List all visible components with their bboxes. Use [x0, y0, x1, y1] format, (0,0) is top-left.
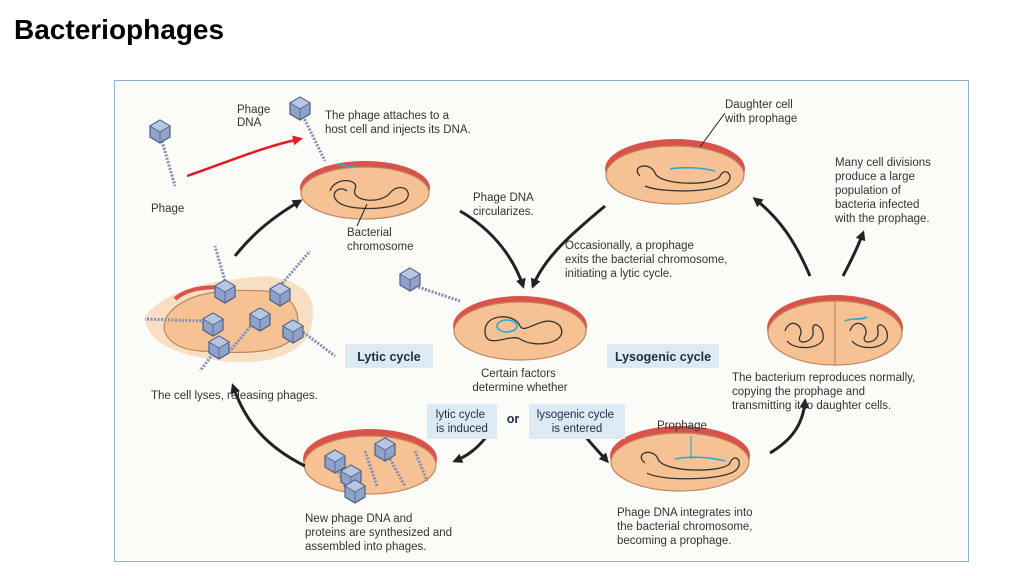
- lytic-cycle-label: Lytic cycle: [357, 350, 421, 364]
- phage-near-center: [399, 267, 461, 303]
- lysogenic-cycle-label: Lysogenic cycle: [615, 350, 711, 364]
- lytic-induced-box: [427, 404, 497, 439]
- phage-label: Phage: [151, 203, 184, 215]
- prophage-cell: [610, 426, 750, 492]
- bacterial-chromosome-label: Bacterial chromosome: [347, 227, 413, 253]
- lytic-induced-label: lytic cycle is induced: [436, 409, 488, 435]
- reproduces-text: The bacterium reproduces normally, copyi…: [732, 372, 918, 412]
- arrow-exit-prophage: [530, 204, 606, 289]
- lytic-cycle-box: [345, 344, 433, 368]
- daughter-cell-with-prophage: [605, 139, 745, 205]
- cell-lyses-text: The cell lyses, releasing phages.: [151, 390, 318, 402]
- arrow-circularize: [459, 209, 526, 289]
- phage-dna-label: Phage DNA: [237, 104, 273, 129]
- lysogenic-entered-box: [529, 404, 625, 439]
- prophage-label: Prophage: [657, 420, 707, 432]
- arrow-lytic-induced: [452, 435, 489, 463]
- infected-cell-top: [300, 161, 430, 220]
- integrates-text: Phage DNA integrates into the bacterial …: [617, 507, 756, 547]
- daughter-pointer: [699, 112, 726, 148]
- phage-attached: [289, 96, 327, 162]
- or-label: or: [507, 412, 520, 426]
- decision-cell-center: [453, 296, 587, 361]
- lysogenic-entered-label: lysogenic cycle is entered: [537, 409, 618, 435]
- certain-factors-text: Certain factors determine whether: [472, 368, 567, 394]
- lysed-cell: [144, 245, 336, 372]
- dividing-bacterium: [767, 295, 903, 366]
- phage-life-cycle-diagram: Phage DNA The phage attaches to a host c…: [144, 96, 934, 553]
- new-phage-text: New phage DNA and proteins are synthesiz…: [305, 513, 455, 553]
- arrow-to-lysed: [230, 383, 306, 468]
- phage-free: [149, 119, 177, 187]
- daughter-cell-label: Daughter cell with prophage: [724, 99, 797, 125]
- arrow-lysogenic-entered: [583, 435, 609, 464]
- lysogenic-cycle-box: [607, 344, 719, 368]
- arrow-to-lysis-top: [233, 199, 303, 257]
- many-divisions-text: Many cell divisions produce a large popu…: [834, 157, 934, 225]
- arrow-reproduce-to-daughter: [752, 197, 812, 277]
- attach-text: The phage attaches to a host cell and in…: [325, 110, 471, 136]
- phage-assembly-cell: [303, 429, 437, 504]
- inject-arrow: [186, 135, 303, 178]
- circularizes-text: Phage DNA circularizes.: [473, 192, 536, 218]
- chromosome-pointer: [356, 203, 368, 227]
- diagram-panel: Phage DNA The phage attaches to a host c…: [114, 80, 969, 562]
- slide-title: Bacteriophages: [14, 14, 225, 45]
- occasionally-text: Occasionally, a prophage exits the bacte…: [565, 240, 731, 280]
- arrow-many-divisions: [841, 230, 866, 277]
- arrow-prophage-to-reproduce: [769, 398, 810, 455]
